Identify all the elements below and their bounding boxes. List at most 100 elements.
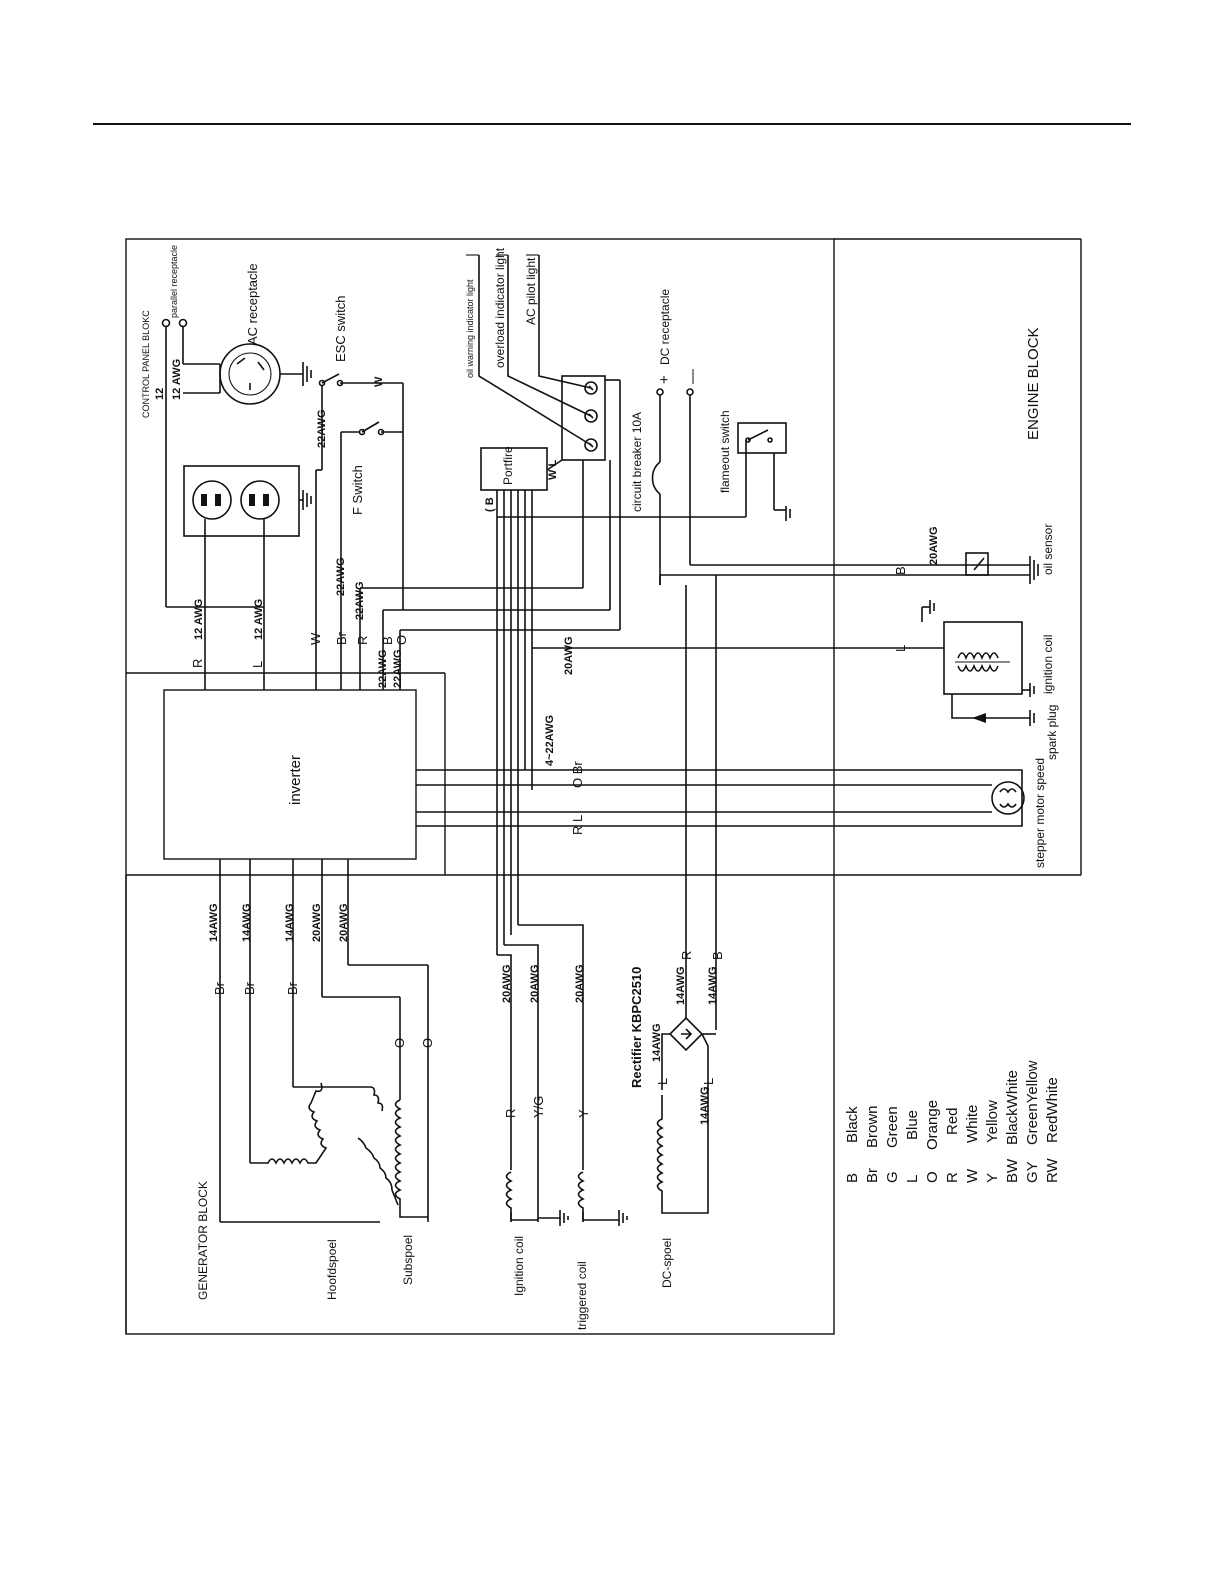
awg-14-rect2: 14AWG (707, 966, 719, 1005)
legend-name-7: Yellow (984, 1100, 1001, 1143)
wire-R-L: R L (570, 815, 585, 835)
svg-text:Hoofdspoel: Hoofdspoel (325, 1239, 339, 1300)
awg-20-ign2: 20AWG (529, 964, 541, 1003)
wire-O-inv: O (394, 635, 409, 645)
hoofdspoel-coils: Hoofdspoel (220, 1082, 399, 1300)
awg-22-f: 22AWG (335, 557, 347, 596)
svg-text:Rectifier KBPC2510: Rectifier KBPC2510 (629, 967, 644, 1088)
triggered-coil: triggered coil (575, 1170, 628, 1330)
legend-name-10: RedWhite (1044, 1077, 1061, 1143)
legend-code-1: Br (864, 1168, 881, 1183)
awg-20-mid: 20AWG (563, 636, 575, 675)
wire-YG-ign: Y/G (531, 1096, 546, 1118)
awg-20-ign1: 20AWG (501, 964, 513, 1003)
svg-text:AC receptacle: AC receptacle (245, 263, 260, 345)
awg-20-d: 20AWG (311, 903, 323, 942)
esc-switch: ESC switch W (318, 296, 403, 387)
stepper-motor: stepper motor speed (991, 758, 1047, 868)
wire-Br-2: Br (242, 981, 257, 995)
svg-text:L: L (893, 645, 908, 652)
wire-B-rect: B (710, 951, 725, 960)
flameout-switch: flameout switch (718, 410, 791, 521)
awg-20-e: 20AWG (338, 903, 350, 942)
svg-text:oil sensor: oil sensor (1041, 524, 1055, 575)
svg-text:ESC switch: ESC switch (333, 296, 348, 362)
control-panel-title: CONTROL PANEL BLOKC (141, 310, 151, 418)
oil-sensor: oil sensor (965, 524, 1055, 584)
dc-plus: + (656, 375, 673, 384)
wire-O-2: O (420, 1038, 435, 1048)
legend-code-3: L (904, 1175, 921, 1183)
engine-ignition-coil: L ignition coil spark plug (532, 600, 1059, 760)
svg-text:Subspoel: Subspoel (401, 1235, 415, 1285)
circuit-breaker-label: circuit breaker 10A (630, 412, 644, 512)
awg-14-dc: 14AWG (699, 1086, 711, 1125)
legend-name-5: Red (944, 1107, 961, 1135)
awg-22-b: 22AWG (377, 649, 389, 688)
wire-B-oil: B (893, 566, 908, 575)
overload-light-label: overload indicator light (493, 247, 507, 368)
dc-spoel: DC-spoel (656, 1088, 709, 1288)
svg-text:triggered coil: triggered coil (575, 1261, 589, 1330)
awg-12-L: 12 AWG (253, 599, 265, 640)
svg-text:parallel receptacle: parallel receptacle (169, 245, 179, 318)
color-legend: B Black Br Brown G Green L Blue O Orange… (844, 1060, 1061, 1183)
ac-receptacle: AC receptacle (219, 263, 312, 405)
svg-text:Portfire: Portfire (501, 446, 515, 485)
generator-block-title: GENERATOR BLOCK (196, 1181, 210, 1300)
dc-receptacle-label: DC receptacle (658, 289, 672, 365)
legend-code-6: W (964, 1168, 981, 1183)
legend-code-9: GY (1024, 1161, 1041, 1183)
wire-R-inv: R (190, 659, 205, 668)
awg-22-esc: 22AWG (316, 409, 328, 448)
ac-pilot-light-label: AC pilot light (524, 257, 538, 325)
wire-Br-3: Br (285, 981, 300, 995)
legend-name-3: Blue (904, 1110, 921, 1140)
legend-name-2: Green (884, 1106, 901, 1148)
svg-text:Ignition coil: Ignition coil (512, 1236, 526, 1296)
legend-name-4: Orange (924, 1100, 941, 1150)
legend-code-4: O (924, 1171, 941, 1183)
svg-text:W: W (373, 376, 385, 387)
awg-14-rect1: 14AWG (675, 966, 687, 1005)
svg-text:DC-spoel: DC-spoel (660, 1238, 674, 1288)
legend-code-8: BW (1004, 1158, 1021, 1183)
awg-4-22: 4~22AWG (544, 715, 556, 766)
wire-Br-inv: Br (334, 631, 349, 645)
wire-L-rect2: L (701, 1078, 716, 1085)
oil-warning-light-label: oil warning indicator light (465, 279, 475, 378)
svg-text:14AWG: 14AWG (651, 1023, 663, 1062)
legend-name-0: Black (844, 1106, 861, 1143)
wire-B-inv: B (380, 636, 395, 645)
svg-text:ignition coil: ignition coil (1041, 635, 1055, 694)
rectifier: Rectifier KBPC2510 14AWG (629, 967, 716, 1090)
legend-code-0: B (844, 1173, 861, 1183)
wire-Y-trig: Y (576, 1109, 591, 1118)
svg-text:F Switch: F Switch (350, 465, 365, 515)
awg-20-trig: 20AWG (574, 964, 586, 1003)
inverter-box (163, 689, 417, 860)
legend-code-5: R (944, 1172, 961, 1183)
legend-name-9: GreenYellow (1024, 1060, 1041, 1145)
subspoel-coil: Subspoel (394, 1099, 428, 1285)
legend-code-10: RW (1044, 1157, 1061, 1183)
indicator-lights (561, 375, 606, 461)
wire-Br-1: Br (212, 981, 227, 995)
inverter-label: inverter (287, 755, 304, 805)
wire-O-1: O (392, 1038, 407, 1048)
wire-O-Br: O Br (570, 761, 585, 788)
dc-minus: — (684, 369, 701, 384)
wire-W-inv: W (308, 632, 323, 645)
svg-text:stepper motor speed: stepper motor speed (1033, 758, 1047, 868)
duplex-receptacle (183, 465, 312, 537)
portfire-box: Portfire ( B W L (480, 446, 559, 512)
legend-code-2: G (884, 1171, 901, 1183)
svg-text:flameout switch: flameout switch (718, 410, 732, 493)
engine-block-title: ENGINE BLOCK (1025, 327, 1042, 440)
wire-R-2: R (355, 636, 370, 645)
wire-R-ign: R (503, 1109, 518, 1118)
awg-12-top-2: 12 (154, 388, 166, 400)
parallel-receptacle: parallel receptacle (161, 245, 188, 607)
legend-name-8: BlackWhite (1004, 1070, 1021, 1145)
